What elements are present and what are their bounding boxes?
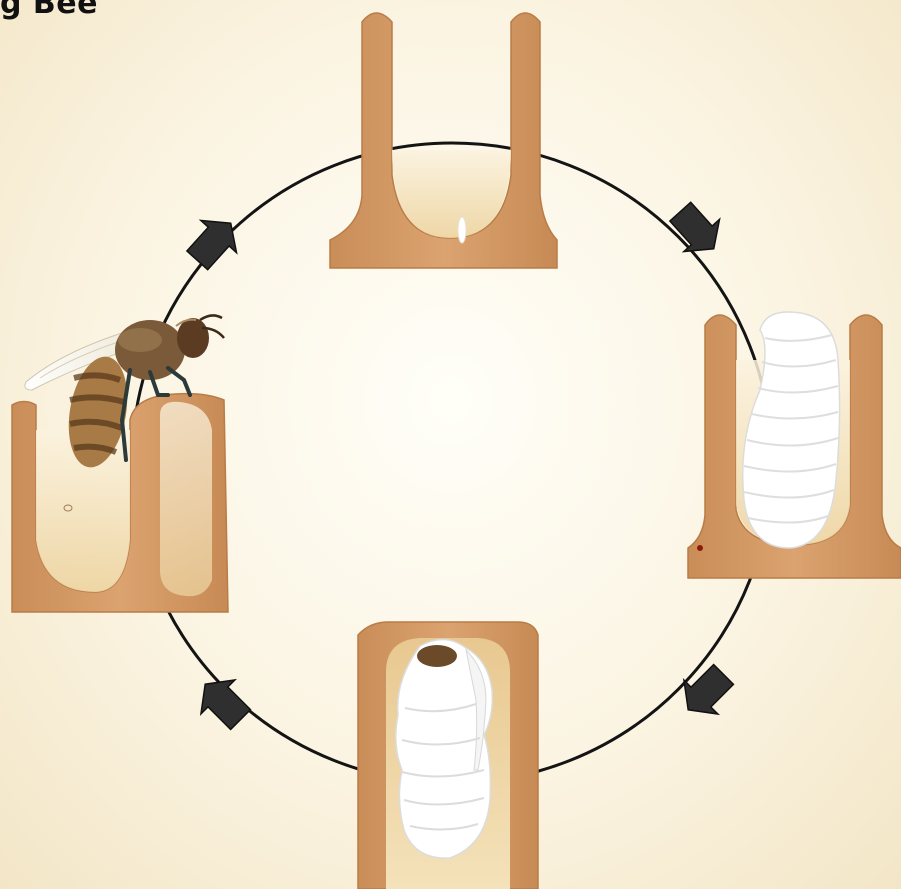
bee-head-icon [177, 318, 209, 358]
arrow-pupa-to-adult-icon [188, 667, 257, 736]
adult-stage-cell [12, 315, 228, 612]
egg-stage-cell [330, 13, 557, 268]
pupa-stage-cell [358, 622, 538, 889]
pupa-head-icon [417, 645, 457, 667]
pupa-icon [396, 639, 493, 858]
larva-icon [743, 312, 840, 548]
egg-icon [458, 217, 466, 243]
larva-stage-cell [688, 312, 901, 578]
arrow-larva-to-pupa-icon [671, 657, 740, 726]
arrow-adult-to-egg-icon [179, 207, 248, 276]
